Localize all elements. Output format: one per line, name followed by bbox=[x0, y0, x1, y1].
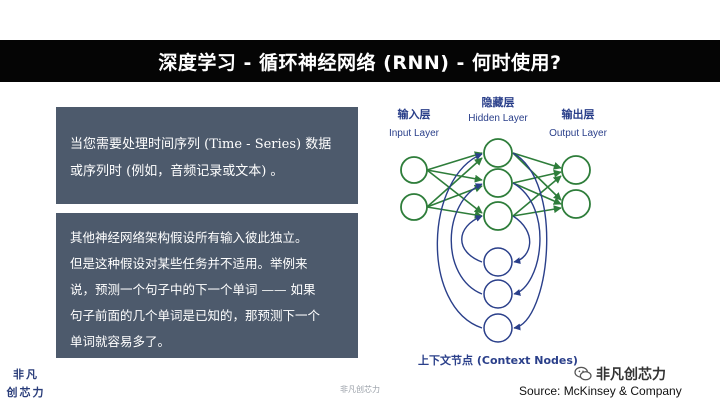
box2-line: 句子前面的几个单词是已知的，那预测下一个 bbox=[70, 308, 321, 323]
text-box-independence: 其他神经网络架构假设所有输入彼此独立。 但是这种假设对某些任务并不适用。举例来 … bbox=[56, 213, 358, 358]
context-node bbox=[483, 247, 513, 277]
hidden-node bbox=[483, 201, 513, 231]
box1-line: 或序列时 (例如，音频记录或文本) 。 bbox=[70, 164, 284, 179]
source-credit: Source: McKinsey & Company bbox=[519, 384, 682, 398]
context-node bbox=[483, 313, 513, 343]
side-watermark-line2: 创芯力 bbox=[6, 386, 46, 399]
hidden-node bbox=[483, 168, 513, 198]
box2-line: 单词就容易多了。 bbox=[70, 334, 171, 349]
context-node bbox=[483, 279, 513, 309]
output-node bbox=[561, 189, 591, 219]
text-box-time-series: 当您需要处理时间序列 (Time - Series) 数据 或序列时 (例如，音… bbox=[56, 107, 358, 204]
hidden-layer-label-cn: 隐藏层 bbox=[482, 95, 515, 109]
box1-line: 当您需要处理时间序列 (Time - Series) 数据 bbox=[70, 137, 332, 152]
rnn-diagram: 输入层 Input Layer 隐藏层 Hidden Layer 输出层 Out… bbox=[389, 95, 608, 367]
box2-line: 说，预测一个句子中的下一个单词 —— 如果 bbox=[70, 282, 316, 297]
wechat-account: 非凡创芯力 bbox=[574, 364, 666, 384]
context-nodes-label: 上下文节点 (Context Nodes) bbox=[418, 353, 578, 367]
wechat-account-name: 非凡创芯力 bbox=[596, 367, 666, 383]
output-node bbox=[561, 155, 591, 185]
input-node bbox=[400, 156, 428, 184]
box2-line: 其他神经网络架构假设所有输入彼此独立。 bbox=[70, 230, 308, 245]
box2-line: 但是这种假设对某些任务并不适用。举例来 bbox=[70, 256, 308, 271]
side-watermark-line1: 非凡 bbox=[13, 368, 39, 381]
input-layer-label-en: Input Layer bbox=[389, 128, 440, 139]
hidden-layer-label-en: Hidden Layer bbox=[468, 113, 528, 124]
slide-title: 深度学习 - 循环神经网络 (RNN) - 何时使用? bbox=[0, 40, 720, 82]
input-layer-label-cn: 输入层 bbox=[398, 107, 431, 121]
output-layer-label-en: Output Layer bbox=[549, 128, 607, 139]
input-node bbox=[400, 193, 428, 221]
hidden-node bbox=[483, 138, 513, 168]
output-layer-label-cn: 输出层 bbox=[562, 107, 595, 121]
wechat-icon bbox=[574, 366, 592, 381]
footer-watermark: 非凡创芯力 bbox=[340, 385, 380, 394]
